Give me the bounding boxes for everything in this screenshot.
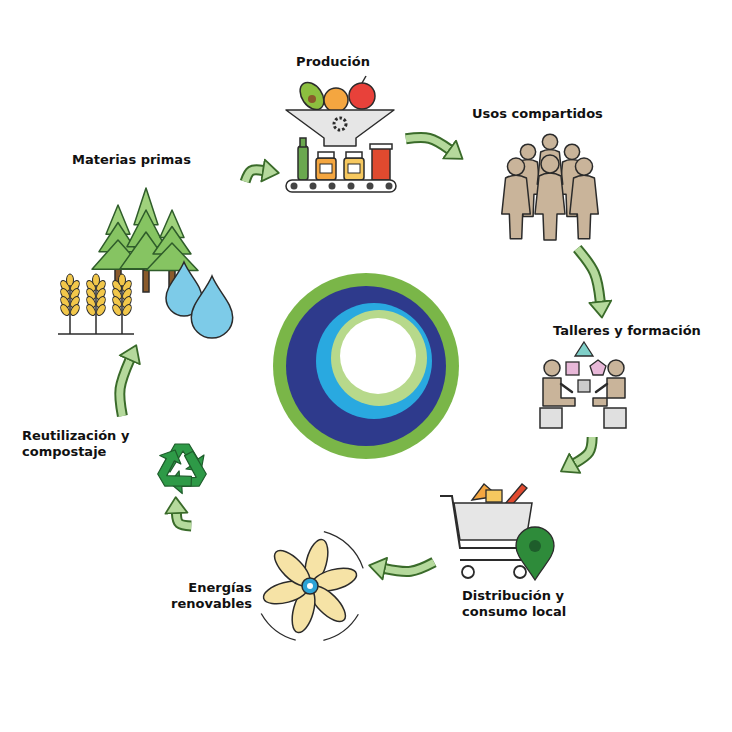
stage-label: Talleres y formación [553, 323, 701, 339]
stage-node: Talleres y formación [540, 320, 725, 432]
shared-use-icon [502, 134, 599, 240]
arrow-body [176, 513, 191, 526]
stage-label: Reutilización y compostaje [22, 428, 157, 460]
stage-label: Materias primas [72, 152, 191, 168]
stage-node: Distribución y consumo local [440, 480, 593, 623]
flow-arrow [577, 249, 600, 302]
arrow-outline [406, 138, 450, 150]
stage-node: Materias primas [50, 148, 240, 340]
arrow-outline [575, 437, 592, 463]
arrow-outline [245, 170, 263, 182]
stage-node: Produción [280, 50, 400, 195]
arrow-body [575, 437, 592, 463]
stage-label: Energías renovables [156, 580, 252, 612]
arrow-outline [176, 513, 191, 526]
arrow-outline [385, 562, 434, 571]
flow-arrow [406, 138, 450, 150]
arrow-outline [120, 360, 130, 416]
arrow-body [245, 170, 263, 182]
flow-arrow [575, 437, 592, 463]
flow-arrow [385, 562, 434, 571]
arrow-body [406, 138, 450, 150]
stage-node: Reutilización y compostaje [18, 422, 215, 500]
arrow-body [120, 360, 130, 416]
production-icon [286, 76, 396, 192]
stage-node: Usos compartidos [469, 103, 620, 243]
stage-label: Produción [296, 54, 370, 70]
center-logo [273, 273, 459, 459]
stage-label: Usos compartidos [472, 106, 603, 122]
stage-label: Distribución y consumo local [462, 588, 590, 620]
stage-node: Energías renovables [153, 530, 365, 640]
recycle-icon [150, 444, 213, 499]
flow-arrow [120, 360, 130, 416]
raw-materials-icon [58, 188, 233, 338]
arrow-body [577, 249, 600, 302]
flow-arrow [245, 170, 263, 182]
flow-arrow [176, 513, 191, 526]
arrow-outline [577, 249, 600, 302]
workshop-icon [540, 342, 626, 428]
wind-flower-icon [261, 532, 363, 641]
cart-icon [440, 484, 554, 580]
arrow-body [385, 562, 434, 571]
